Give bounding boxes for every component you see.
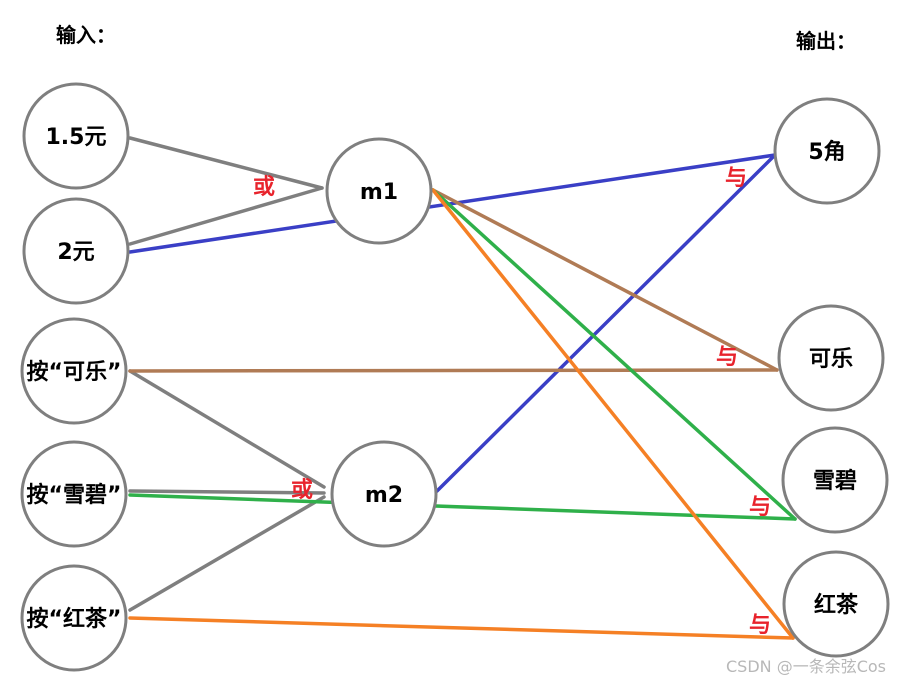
output-header: 输出： bbox=[796, 29, 856, 53]
wire-in15-m1 bbox=[128, 136, 324, 190]
node-label: 5角 bbox=[808, 139, 845, 165]
wire-m1-cola bbox=[431, 188, 779, 372]
and-gate-label-tea: 与 bbox=[749, 613, 771, 638]
output-node-tea: 红茶 bbox=[782, 550, 890, 658]
input-node-press-tea: 按“红茶” bbox=[20, 564, 128, 672]
wire-in2-5j bbox=[128, 153, 777, 254]
node-label: m2 bbox=[365, 483, 403, 508]
output-node-sprite: 雪碧 bbox=[781, 426, 889, 534]
middle-node-m2: m2 bbox=[330, 440, 438, 548]
and-gate-label-5-jiao: 与 bbox=[725, 166, 747, 191]
wire-tea-m2 bbox=[128, 495, 326, 612]
node-label: 1.5元 bbox=[46, 125, 107, 150]
node-label: 可乐 bbox=[809, 347, 853, 372]
input-node-2-yuan: 2元 bbox=[22, 197, 130, 305]
and-gate-label-cola: 与 bbox=[716, 345, 738, 370]
and-gate-label-sprite: 与 bbox=[749, 495, 771, 520]
wires bbox=[128, 136, 797, 640]
wire-in2-m1 bbox=[128, 186, 324, 246]
or-gate-label-m2: 或 bbox=[291, 477, 313, 503]
wire-tea-tea bbox=[128, 616, 795, 640]
wire-cola-cola bbox=[128, 368, 779, 373]
output-node-5-jiao: 5角 bbox=[773, 97, 881, 205]
node-label: 按“可乐” bbox=[27, 359, 122, 385]
input-node-press-cola: 按“可乐” bbox=[20, 317, 128, 425]
wire-cola-m2 bbox=[128, 369, 326, 489]
input-header: 输入： bbox=[56, 23, 116, 47]
node-label: 按“雪碧” bbox=[27, 482, 122, 508]
watermark: CSDN @一条余弦Cos bbox=[726, 657, 886, 676]
input-node-press-sprite: 按“雪碧” bbox=[20, 440, 128, 548]
wire-sprite-sprite bbox=[128, 493, 797, 521]
wire-m1-sprite bbox=[431, 188, 797, 521]
node-label: 2元 bbox=[57, 240, 94, 265]
node-label: 按“红茶” bbox=[27, 606, 122, 632]
node-label: 雪碧 bbox=[813, 468, 857, 494]
or-gate-label-m1: 或 bbox=[253, 174, 275, 200]
wire-m1-tea bbox=[431, 188, 795, 640]
wire-m2-5j bbox=[435, 153, 777, 493]
middle-node-m1: m1 bbox=[325, 137, 433, 245]
node-label: m1 bbox=[360, 180, 398, 205]
wire-sprite-m2 bbox=[128, 489, 326, 495]
node-label: 红茶 bbox=[814, 592, 859, 618]
input-node-1.5-yuan: 1.5元 bbox=[22, 82, 130, 190]
output-node-cola: 可乐 bbox=[777, 304, 885, 412]
